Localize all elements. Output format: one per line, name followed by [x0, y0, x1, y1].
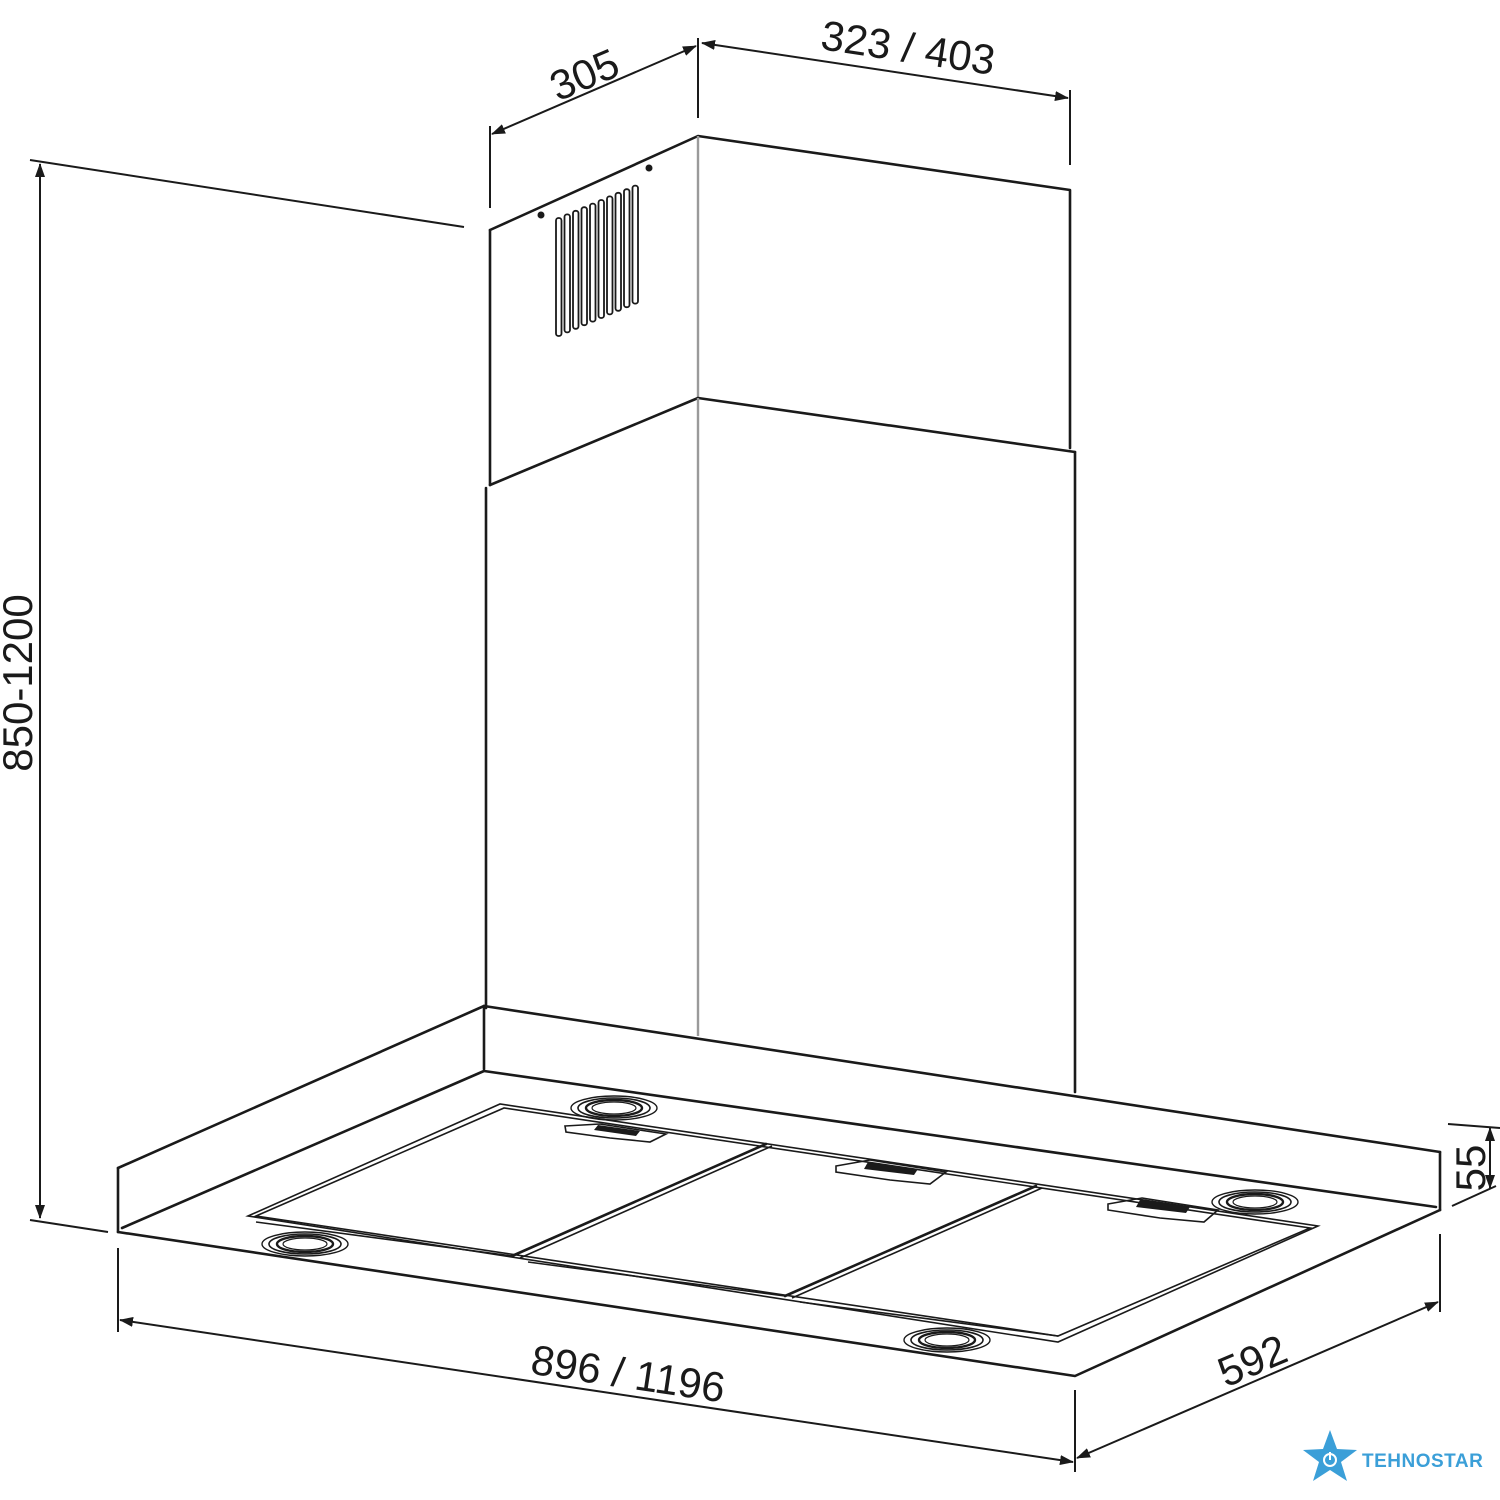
vent-slot: [631, 184, 639, 305]
light-icon: [1211, 1189, 1299, 1215]
vent-slot: [572, 209, 580, 330]
light-icon: [261, 1231, 349, 1257]
canopy: [116, 1004, 1442, 1378]
dimension-chimney-width: 323 / 403: [701, 11, 1071, 165]
light-icon: [903, 1327, 991, 1353]
vent-slot: [589, 202, 597, 323]
vent-slot: [580, 206, 588, 327]
label-canopy-height: 55: [1447, 1145, 1494, 1192]
brand-logo: TEHNOSTAR: [1303, 1430, 1483, 1481]
label-canopy-width: 896 / 1196: [528, 1336, 728, 1411]
label-chimney-depth: 305: [543, 39, 626, 110]
filter-handle-icon: [835, 1159, 948, 1185]
vent-slot: [563, 213, 571, 334]
dimension-canopy-height: 55: [1447, 1123, 1500, 1207]
vent-slot: [555, 217, 563, 337]
dimension-canopy-depth: 592: [1076, 1234, 1441, 1459]
vent-slot: [597, 199, 605, 319]
label-canopy-depth: 592: [1211, 1325, 1294, 1396]
vent-slot: [623, 188, 631, 309]
grease-filters: [245, 1103, 1321, 1343]
label-total-height: 850-1200: [0, 594, 41, 772]
vent-slot: [606, 195, 614, 316]
filter-handle-icon: [1107, 1197, 1220, 1223]
vent-grille-icon: [537, 164, 653, 337]
vent-slot: [614, 191, 622, 312]
brand-name: TEHNOSTAR: [1362, 1451, 1483, 1472]
lower-chimney: [484, 398, 1077, 1094]
light-icon: [570, 1095, 658, 1121]
dimension-canopy-width: 896 / 1196: [117, 1248, 1076, 1472]
dimension-total-height: 850-1200: [0, 159, 465, 1233]
filter-handle-icon: [564, 1123, 669, 1143]
